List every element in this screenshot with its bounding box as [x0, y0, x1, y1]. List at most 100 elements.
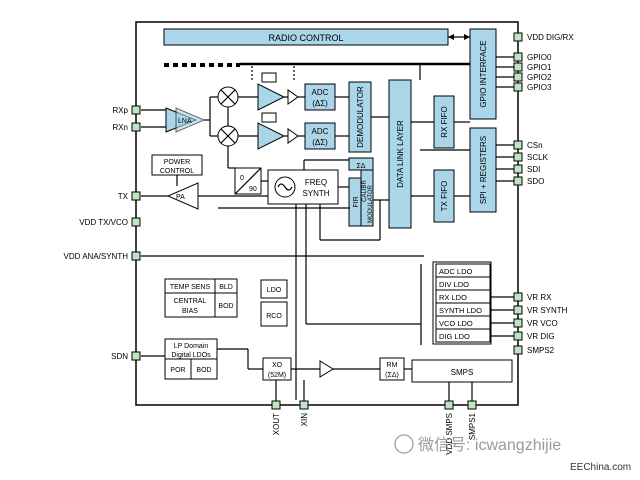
freq-synth-label-1: FREQ: [305, 178, 327, 187]
pin-label-vdd-smps: VDD SMPS: [445, 413, 454, 455]
calibr-label: CALIBR: [362, 180, 368, 202]
data-link-layer-block: [388, 79, 412, 229]
pin-vr-vco: [513, 318, 523, 328]
watermark-wechat: 微信号: icwangzhijie: [418, 436, 561, 454]
pin-tx: [131, 191, 141, 201]
pa-label: PA: [176, 194, 185, 201]
pin-label-vr-rx: VR RX: [527, 293, 552, 302]
amp-top-icon: [257, 83, 286, 111]
sigma-delta-label: ΣΔ: [356, 163, 365, 170]
modulator-label: MODULATOR: [368, 184, 374, 222]
amp-bottom-icon: [257, 122, 286, 150]
pin-vr-dig: [513, 331, 523, 341]
smps-block: [411, 359, 513, 383]
ldo-label: LDO: [267, 287, 282, 294]
adc-bottom-sub: (ΔΣ): [312, 138, 328, 147]
pin-label-gpio1: GPIO1: [527, 63, 552, 72]
pin-gpio2: [513, 72, 523, 82]
pin-sdn: [131, 351, 141, 361]
pin-vr-synth: [513, 305, 523, 315]
bod2-label: BOD: [196, 367, 211, 374]
pin-rxp: [131, 105, 141, 115]
pin-vdd-tx-vco: [131, 217, 141, 227]
demodulator-label: DEMODULATOR: [356, 86, 365, 148]
phase-0-label: 0: [240, 175, 244, 182]
ldo-list-item: DIV LDO: [439, 280, 469, 289]
pin-label-vdd-dig-rx: VDD DIG/RX: [527, 33, 574, 42]
lp-domain-label-1: LP Domain: [174, 343, 209, 350]
ldo-list-item: RX LDO: [439, 293, 467, 302]
pin-label-tx: TX: [118, 192, 129, 201]
central-bias-block: [164, 292, 216, 318]
ldo-list: ADC LDO DIV LDO RX LDO SYNTH LDO VCO LDO…: [435, 263, 491, 343]
pin-label-vr-dig: VR DIG: [527, 332, 555, 341]
calibr-modulator-block: [360, 169, 374, 227]
radio-control-label: RADIO CONTROL: [268, 33, 343, 43]
pin-label-sdo: SDO: [527, 177, 544, 186]
phase-90-label: 90: [249, 186, 257, 193]
adc-bottom-label: ADC: [312, 127, 329, 136]
spi-registers-label: SPI + REGISTERS: [479, 136, 488, 204]
pin-label-smps2: SMPS2: [527, 346, 555, 355]
pin-xout: [271, 400, 281, 410]
pin-label-rxp: RXp: [112, 106, 128, 115]
power-control-label-1: POWER: [164, 159, 190, 166]
pin-label-smps1: SMPS1: [468, 412, 477, 440]
ldo-list-item: VCO LDO: [439, 319, 473, 328]
rx-fifo-label: RX FIFO: [440, 106, 449, 138]
smps-label: SMPS: [451, 368, 474, 377]
pin-vdd-ana-synth: [131, 251, 141, 261]
pin-smps2: [513, 345, 523, 355]
lna-label: LNA: [178, 118, 192, 125]
lp-domain-label-2: Digital LDOs: [171, 352, 211, 359]
bod2-block: [190, 358, 218, 380]
ldo-block: [260, 279, 288, 299]
wechat-logo-icon: [394, 434, 414, 454]
rm-sub-label: (ΣΔ): [385, 372, 399, 379]
pin-label-xout: XOUT: [272, 413, 281, 435]
pin-label-gpio3: GPIO3: [527, 83, 552, 92]
pin-vdd-dig-rx: [513, 32, 523, 42]
pin-label-vdd-tx-vco: VDD TX/VCO: [79, 218, 128, 227]
bod-block: [214, 292, 238, 318]
ldo-list-item: SYNTH LDO: [439, 306, 482, 315]
bld-label: BLD: [219, 284, 233, 291]
pin-label-vr-synth: VR SYNTH: [527, 306, 568, 315]
central-bias-label-2: BIAS: [182, 308, 198, 315]
pin-csn: [513, 140, 523, 150]
pin-gpio3: [513, 82, 523, 92]
gpio-interface-block: [469, 28, 497, 120]
pin-label-gpio2: GPIO2: [527, 73, 552, 82]
pin-gpio1: [513, 62, 523, 72]
buffer-bottom-icon: [287, 128, 299, 144]
pin-sdi: [513, 164, 523, 174]
gpio-interface-label: GPIO INTERFACE: [479, 40, 488, 107]
data-link-layer-label: DATA LINK LAYER: [396, 120, 405, 188]
rco-label: RCO: [266, 313, 282, 320]
pin-sdo: [513, 176, 523, 186]
ldo-list-frame: [432, 261, 492, 345]
buffer-top-icon: [287, 89, 299, 105]
spi-registers-block: [469, 127, 497, 213]
ldo-list-item: DIG LDO: [439, 332, 470, 341]
pin-label-csn: CSn: [527, 141, 543, 150]
pin-label-gpio0: GPIO0: [527, 53, 552, 62]
power-control-label-2: CONTROL: [160, 168, 194, 175]
xo-label: XO: [272, 362, 283, 369]
adc-top-sub: (ΔΣ): [312, 99, 328, 108]
pin-label-rxn: RXn: [112, 123, 128, 132]
por-label: POR: [170, 367, 185, 374]
adc-top-label: ADC: [312, 88, 329, 97]
temp-sens-label: TEMP SENS: [170, 284, 211, 291]
pin-vdd-smps: [444, 400, 454, 410]
pin-label-sclk: SCLK: [527, 153, 549, 162]
pin-rxn: [131, 122, 141, 132]
pin-xin: [299, 400, 309, 410]
rco-block: [260, 301, 288, 327]
central-bias-label-1: CENTRAL: [174, 298, 207, 305]
pin-gpio0: [513, 52, 523, 62]
freq-synth-label-2: SYNTH: [302, 189, 329, 198]
fir-label: FIR: [353, 196, 360, 207]
pin-sclk: [513, 152, 523, 162]
